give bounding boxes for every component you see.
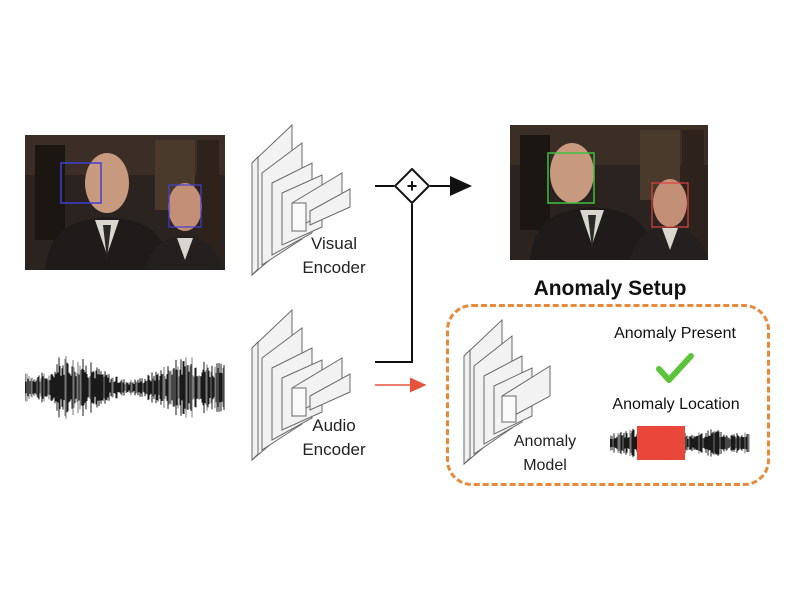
checkmark-icon (656, 353, 694, 383)
visual-encoder-label-line2: Encoder (302, 258, 366, 277)
anomaly-setup-title: Anomaly Setup (533, 277, 687, 300)
anomaly-present-label: Anomaly Present (614, 325, 736, 342)
visual-encoder-label-line1: Visual (311, 234, 357, 253)
visual-encoder-icon (251, 123, 351, 277)
anomaly-location-waveform (610, 426, 750, 460)
audio-encoder-label-line2: Encoder (302, 440, 366, 459)
output-video-frame (510, 125, 708, 260)
audio-waveform (25, 356, 225, 419)
audio-encoder-label: Audio Encoder (288, 414, 380, 462)
anomaly-model-icon (463, 318, 551, 466)
audio-encoder-icon (251, 308, 351, 462)
plus-diamond-icon: + (394, 168, 430, 204)
audio-encoder-label-line1: Audio (312, 416, 356, 435)
anomaly-region (637, 426, 685, 460)
input-video-frame (25, 135, 225, 270)
fusion-symbol: + (407, 176, 418, 196)
visual-encoder-label: Visual Encoder (288, 232, 380, 280)
anomaly-model-label-line1: Anomaly (513, 433, 577, 450)
anomaly-model-label-line2: Model (523, 457, 567, 474)
anomaly-setup-box (446, 304, 770, 486)
anomaly-location-label: Anomaly Location (612, 396, 740, 413)
anomaly-model-label: Anomaly Model (500, 430, 590, 478)
audio-to-fusion-line (375, 204, 413, 363)
